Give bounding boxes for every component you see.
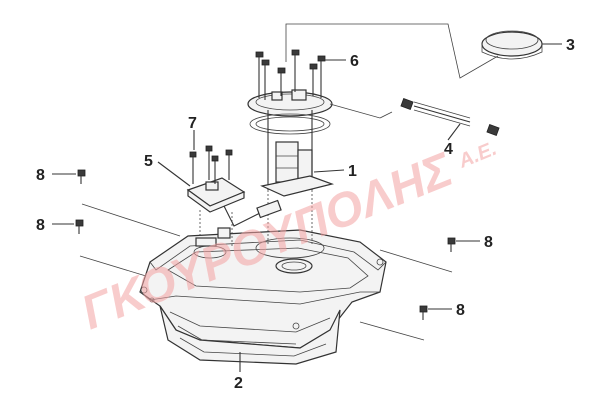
callout-6: 6 xyxy=(350,53,359,70)
callouts: 1 2 3 4 5 6 7 8 8 8 8 xyxy=(36,37,575,392)
leader-lines xyxy=(52,43,562,372)
tank-bolt-c xyxy=(447,237,456,252)
callout-5: 5 xyxy=(144,153,153,170)
callout-3: 3 xyxy=(566,37,575,54)
fuel-hose xyxy=(329,98,500,136)
callout-7: 7 xyxy=(188,115,197,132)
callout-4: 4 xyxy=(444,141,453,158)
fuel-cap xyxy=(481,30,543,60)
fuel-tank xyxy=(139,229,387,365)
callout-8b: 8 xyxy=(36,217,45,234)
tank-bolts xyxy=(75,169,456,320)
cap-linkage-line xyxy=(285,23,499,79)
fuel-pump-assembly xyxy=(247,89,335,246)
pump-bolt-1 xyxy=(255,51,264,98)
pump-bolts xyxy=(255,49,326,100)
pump-bolt-5 xyxy=(317,55,326,98)
callout-8c: 8 xyxy=(484,234,493,251)
tank-bolt-a xyxy=(77,169,86,184)
callout-2: 2 xyxy=(234,375,243,392)
sender-screws xyxy=(189,145,233,184)
tank-bolt-b xyxy=(75,219,84,234)
pump-bolt-3 xyxy=(291,49,300,92)
pump-bolt-6 xyxy=(261,59,270,100)
fuel-gauge-sender xyxy=(186,177,282,248)
pump-bolt-4 xyxy=(309,63,318,96)
tank-bolt-d xyxy=(419,305,428,320)
pump-bolt-2 xyxy=(277,67,286,96)
callout-8d: 8 xyxy=(456,302,465,319)
callout-1: 1 xyxy=(348,163,357,180)
callout-8a: 8 xyxy=(36,167,45,184)
watermark-suffix: Α.Ε. xyxy=(455,138,500,173)
